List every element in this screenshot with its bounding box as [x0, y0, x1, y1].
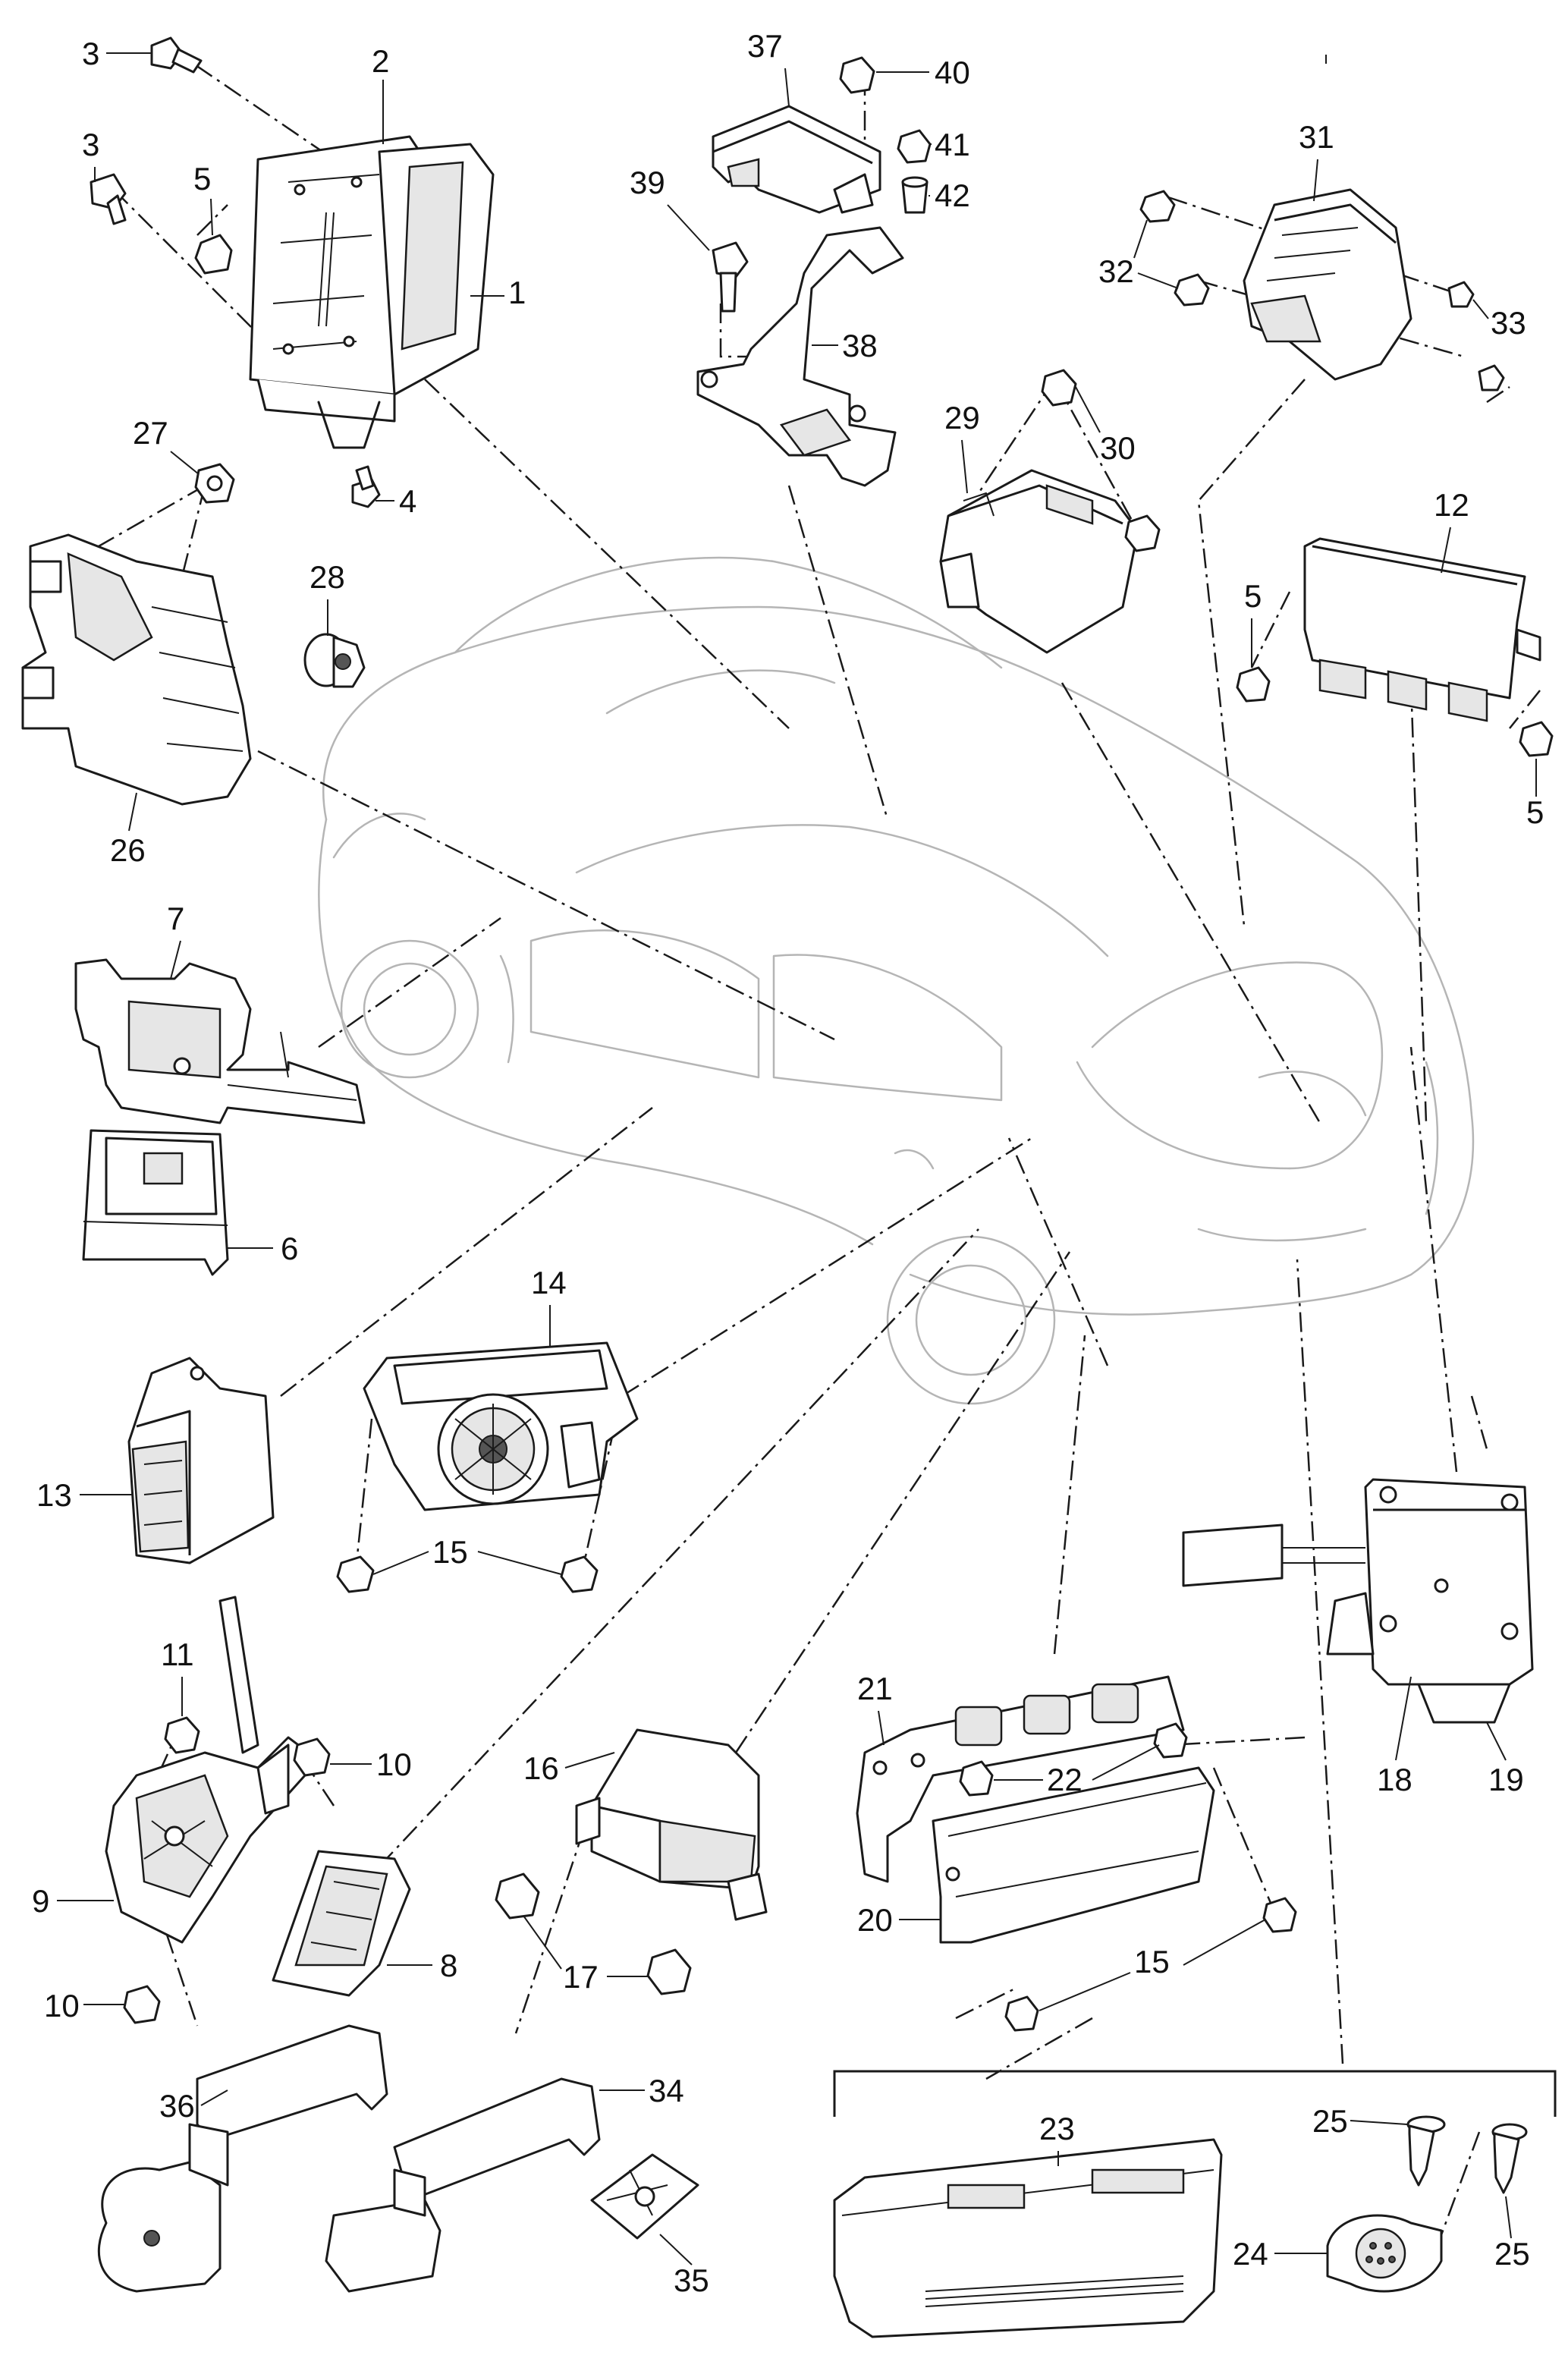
callout-11: 11	[161, 1637, 194, 1672]
callout-30: 30	[1100, 430, 1136, 466]
callout-38: 38	[842, 328, 878, 363]
callout-33: 33	[1491, 305, 1526, 341]
module-20	[932, 1766, 1215, 1944]
callout-26: 26	[110, 832, 146, 868]
bolt-3-left	[90, 173, 127, 225]
callout-6: 6	[281, 1231, 298, 1266]
callout-23: 23	[1039, 2111, 1075, 2146]
callout-15-upper: 15	[432, 1534, 468, 1570]
module-14	[363, 1341, 639, 1511]
nut-10-right	[293, 1737, 331, 1777]
callout-32: 32	[1098, 253, 1134, 289]
callout-16: 16	[523, 1750, 559, 1786]
callout-3-left: 3	[82, 127, 99, 162]
callout-3-top: 3	[82, 36, 99, 71]
callout-25-bottom: 25	[1494, 2236, 1530, 2272]
control-unit-16	[575, 1728, 768, 1921]
callout-8: 8	[440, 1948, 457, 1983]
screw-32-bottom	[1174, 273, 1210, 307]
screw-32-top	[1139, 190, 1176, 223]
control-unit-18	[1182, 1478, 1534, 1724]
bracket-21	[856, 1675, 1185, 1883]
callout-42: 42	[935, 178, 970, 213]
control-unit-29	[939, 469, 1139, 654]
callout-1: 1	[508, 275, 526, 310]
nuts-15-lower	[1004, 1897, 1297, 2032]
control-unit-12	[1303, 537, 1541, 722]
control-unit-13	[127, 1357, 275, 1564]
nuts-22	[959, 1722, 1188, 1797]
callout-25-top: 25	[1312, 2103, 1348, 2139]
callout-29: 29	[944, 400, 980, 435]
control-unit-23	[833, 2138, 1223, 2338]
nut-10-bottom	[123, 1985, 161, 2024]
callout-2: 2	[372, 43, 389, 79]
callout-5-left: 5	[193, 161, 211, 197]
nut-41	[897, 129, 932, 164]
callout-22: 22	[1047, 1762, 1083, 1797]
callout-5-right-lower: 5	[1526, 794, 1544, 830]
bracket-9	[105, 1596, 320, 1944]
nuts-15-upper	[336, 1555, 599, 1593]
callout-20: 20	[857, 1902, 893, 1938]
callout-41: 41	[935, 127, 970, 162]
callout-21: 21	[857, 1671, 893, 1706]
bracket-36	[97, 2024, 388, 2293]
bracket-38	[696, 226, 904, 487]
nuts-30	[1041, 369, 1161, 552]
callout-12: 12	[1434, 487, 1469, 523]
callout-28: 28	[310, 559, 345, 595]
nut-28	[303, 633, 366, 688]
callout-7: 7	[167, 901, 184, 936]
sensor-24	[1326, 2214, 1443, 2293]
callout-19: 19	[1488, 1762, 1524, 1797]
callout-31: 31	[1299, 119, 1334, 155]
engine-control-unit-assembly	[249, 135, 495, 449]
callout-27: 27	[133, 415, 168, 451]
module-8	[272, 1850, 411, 1997]
callout-17: 17	[563, 1959, 599, 1995]
bracket-7	[74, 958, 366, 1124]
parts-group-bracket	[833, 2070, 1557, 2117]
nuts-5-right	[1236, 666, 1554, 757]
clip-nut-5-left	[194, 234, 233, 275]
pad-35	[590, 2153, 699, 2240]
callout-35: 35	[674, 2262, 709, 2298]
callout-34: 34	[649, 2073, 684, 2108]
callout-labels: 1 2 3 3 4 5 5 5 6 7 8 9 10 10 11 12 13 1…	[32, 28, 1544, 2298]
screws-33	[1447, 281, 1505, 391]
callout-24: 24	[1233, 2236, 1268, 2272]
callout-14: 14	[531, 1265, 567, 1300]
callout-40: 40	[935, 55, 970, 90]
bracket-26	[21, 533, 252, 806]
bolt-4	[351, 465, 381, 508]
nut-11	[164, 1716, 200, 1754]
car-outline	[318, 556, 1475, 1405]
callout-37: 37	[747, 28, 783, 64]
callout-4: 4	[399, 483, 416, 519]
callout-18: 18	[1377, 1762, 1412, 1797]
airbag-module-37	[712, 105, 881, 214]
bolt-39	[712, 241, 749, 313]
push-nut-27	[194, 463, 235, 504]
nut-40	[839, 56, 875, 94]
bracket-34	[325, 2077, 601, 2293]
callout-10-right: 10	[376, 1747, 412, 1782]
callout-9: 9	[32, 1883, 49, 1919]
control-unit-31	[1243, 188, 1412, 381]
nuts-17	[495, 1872, 692, 1995]
callout-13: 13	[36, 1477, 72, 1513]
clips-25	[1406, 2115, 1528, 2194]
sleeve-42	[901, 176, 929, 214]
callout-36: 36	[159, 2088, 195, 2124]
bolt-3-top	[150, 36, 203, 74]
callout-10-bottom: 10	[44, 1988, 80, 2023]
callout-5-right-upper: 5	[1244, 578, 1262, 614]
control-unit-6	[82, 1129, 229, 1276]
callout-39: 39	[630, 165, 665, 200]
callout-15-lower: 15	[1134, 1944, 1170, 1979]
